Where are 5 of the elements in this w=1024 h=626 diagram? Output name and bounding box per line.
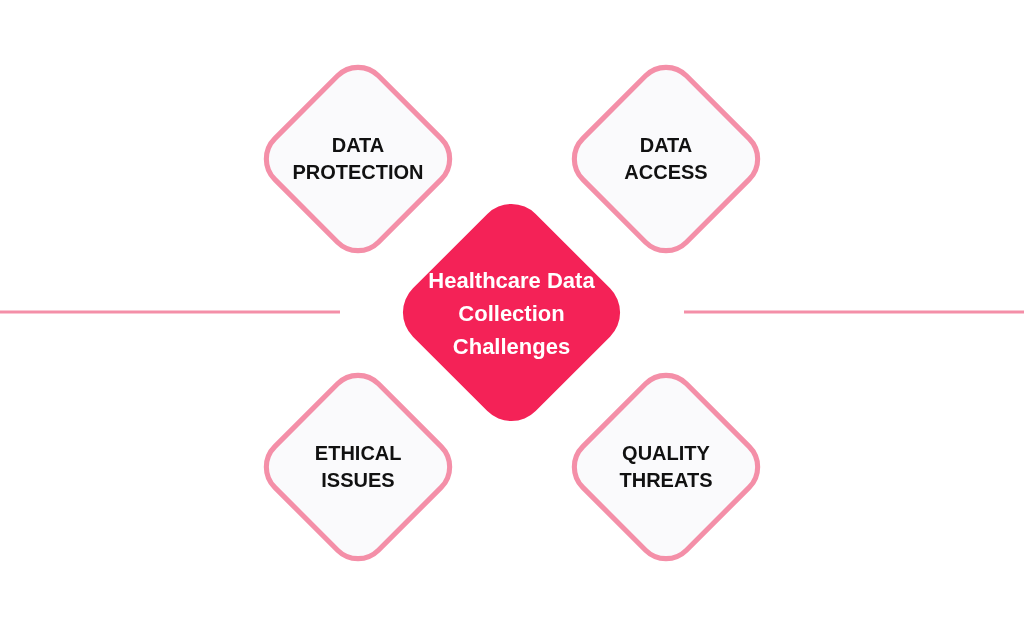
- node-label: DATA ACCESS: [624, 133, 708, 185]
- node-label: QUALITY THREATS: [619, 441, 713, 493]
- node-label: ETHICAL ISSUES: [314, 441, 402, 493]
- node-label: DATA PROTECTION: [292, 133, 424, 185]
- node-label: Healthcare Data Collection Challenges: [427, 266, 596, 361]
